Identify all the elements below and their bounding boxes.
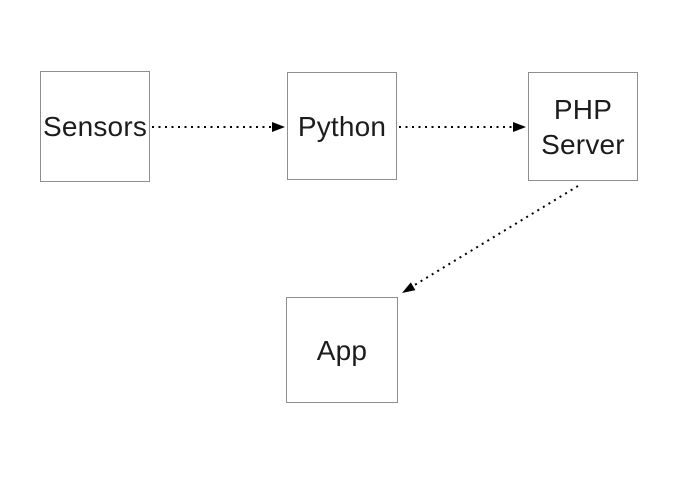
node-python: Python (287, 72, 397, 180)
node-app: App (286, 297, 398, 403)
node-app-label: App (316, 334, 368, 366)
arrow-python-to-php-server (399, 122, 526, 132)
arrow-php-server-to-app (402, 185, 579, 293)
node-sensors: Sensors (40, 71, 150, 182)
node-python-label: Python (297, 110, 387, 142)
node-sensors-label: Sensors (42, 111, 148, 142)
node-php-server-label: PHP Server (541, 93, 625, 160)
node-php-server: PHP Server (528, 72, 638, 181)
arrow-sensors-to-python (152, 122, 285, 132)
